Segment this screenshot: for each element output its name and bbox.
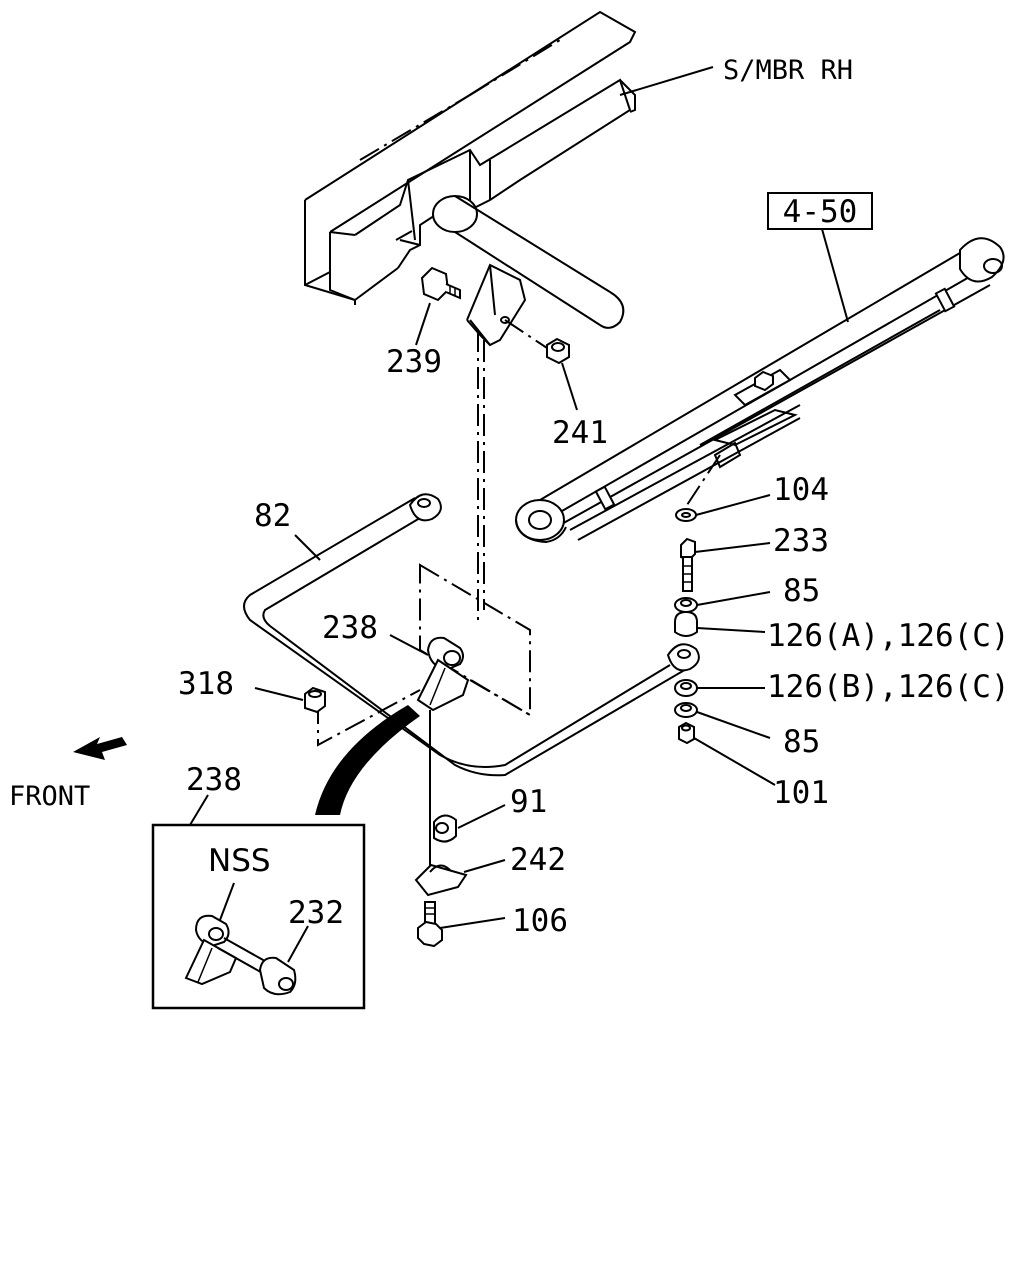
- label-242: 242: [510, 842, 566, 878]
- label-232: 232: [288, 895, 344, 931]
- ref-box-label: 4-50: [783, 194, 858, 230]
- label-101: 101: [773, 775, 829, 811]
- label-s-mbr-rh: S/MBR RH: [723, 55, 853, 86]
- side-member-rh: [304, 10, 637, 305]
- label-front: FRONT: [9, 781, 90, 812]
- label-126-b-c: 126(B),126(C): [767, 669, 1010, 705]
- washer-85-upper: [674, 597, 698, 613]
- nut-101: [678, 721, 695, 745]
- washer-85-lower: [674, 702, 698, 718]
- hanger-bracket: [466, 263, 527, 347]
- label-85-lower: 85: [783, 724, 820, 760]
- nut-241: [546, 337, 570, 365]
- label-106: 106: [512, 903, 568, 939]
- bushing-126-lower: [674, 679, 698, 697]
- label-nss: NSS: [208, 843, 271, 879]
- label-318: 318: [178, 666, 234, 702]
- label-85-upper: 85: [783, 573, 820, 609]
- leaf-spring: [515, 237, 1005, 544]
- label-241: 241: [552, 415, 608, 451]
- label-233: 233: [773, 523, 829, 559]
- bushing-126-upper: [674, 610, 698, 637]
- mounting-plate: [419, 563, 531, 717]
- nut-318: [304, 686, 326, 714]
- bracket-238: [416, 636, 470, 712]
- label-91: 91: [510, 784, 547, 820]
- label-239: 239: [386, 344, 442, 380]
- front-arrow-icon: [73, 737, 127, 760]
- ref-box-4-50: 4-50: [767, 192, 873, 230]
- bolt-106: [417, 901, 443, 948]
- label-inset-238: 238: [186, 762, 242, 798]
- clamp-91: [433, 814, 457, 843]
- washer-104: [675, 508, 697, 522]
- inset-box: [151, 823, 366, 1010]
- label-104: 104: [773, 472, 829, 508]
- bolt-239: [420, 266, 461, 302]
- label-126-a-c: 126(A),126(C): [767, 618, 1010, 654]
- bracket-242: [414, 863, 468, 897]
- bolt-233: [680, 537, 696, 592]
- cross-tube: [432, 195, 625, 329]
- stabilizer-bar: [243, 493, 700, 777]
- inset-arrow: [315, 705, 420, 815]
- label-82: 82: [254, 498, 291, 534]
- label-238: 238: [322, 610, 378, 646]
